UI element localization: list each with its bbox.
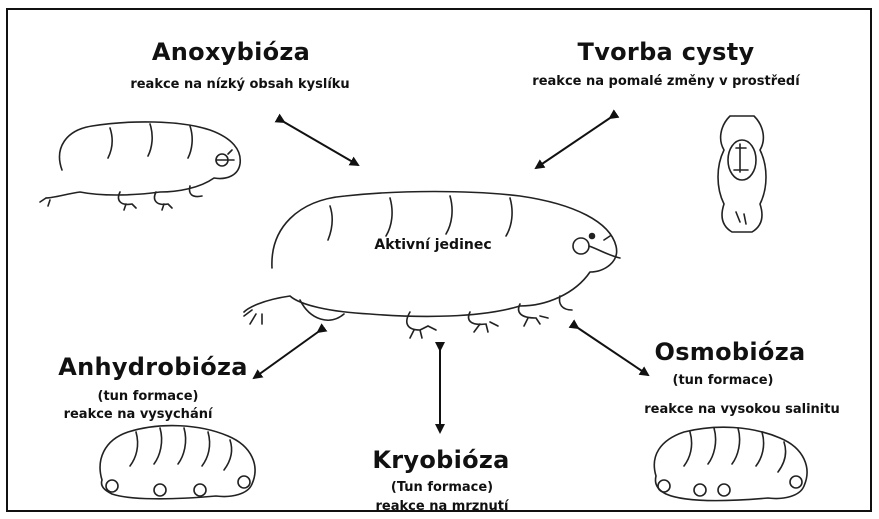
anhydrobioza-sub: (tun formace) (98, 389, 199, 404)
osmobioza-tun-illustration (654, 427, 807, 500)
osmobioza-sub: (tun formace) (673, 373, 774, 388)
osmobioza-title: Osmobióza (655, 338, 806, 366)
osmobioza-desc: reakce na vysokou salinitu (644, 402, 839, 417)
tvorba-cysty-desc: reakce na pomalé změny v prostředí (532, 74, 799, 89)
kryobioza-sub: (Tun formace) (391, 480, 493, 495)
anoxybioza-desc: reakce na nízký obsah kyslíku (130, 77, 349, 92)
active-tardigrade-illustration (244, 192, 620, 339)
arrow-tvorba-cysty (536, 118, 610, 168)
kryobioza-title: Kryobióza (372, 446, 509, 474)
anhydrobioza-tun-illustration (100, 426, 255, 499)
arrow-anhydrobioza (254, 332, 318, 378)
arrow-anoxybioza (284, 122, 358, 165)
anhydrobioza-title: Anhydrobióza (58, 353, 248, 381)
tvorba-cysty-title: Tvorba cysty (578, 38, 755, 66)
kryobioza-desc: reakce na mrznutí (376, 499, 509, 514)
anoxybioza-title: Anoxybióza (152, 38, 310, 66)
anhydrobioza-desc: reakce na vysychání (64, 407, 213, 422)
center-label: Aktivní jedinec (374, 237, 491, 253)
cyst-illustration (718, 116, 766, 232)
arrow-osmobioza (578, 328, 648, 375)
anoxybioza-tardigrade-illustration (40, 122, 240, 210)
